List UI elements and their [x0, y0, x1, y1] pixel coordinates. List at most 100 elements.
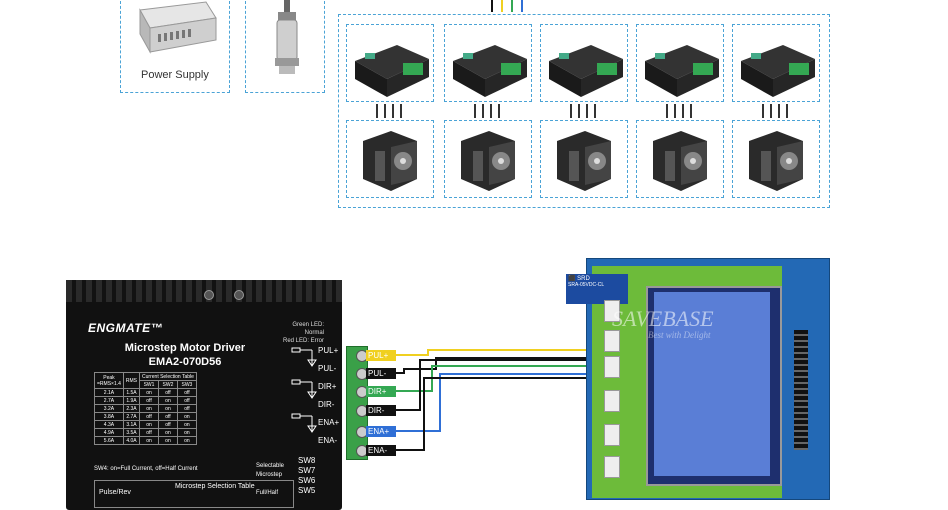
microstep-table-title: Microstep Selection Table — [175, 483, 255, 490]
pulse-rev-label: Pulse/Rev — [99, 489, 131, 496]
terminal-labels: PUL+PUL-DIR+DIR-ENA+ENA- — [318, 342, 339, 450]
pin-header — [794, 330, 808, 450]
wire-stub — [770, 104, 772, 118]
wire-label: PUL+ — [366, 350, 396, 361]
wire-stub — [384, 104, 386, 118]
opto-symbols — [291, 347, 317, 433]
wire-stub — [400, 104, 402, 118]
small-driver-box — [732, 24, 820, 102]
driver-model: EMA2-070D56 — [148, 356, 222, 368]
small-driver-box — [636, 24, 724, 102]
wire-stub — [786, 104, 788, 118]
board-connector — [604, 330, 620, 352]
terminal-label: PUL+ — [318, 346, 339, 355]
wire-stub — [392, 104, 394, 118]
dip-switch-label: SW7 — [298, 466, 316, 475]
stepper-driver-icon — [741, 45, 815, 97]
wire-stub — [474, 104, 476, 118]
microstep-label: Microstep — [256, 472, 283, 478]
wire-stub — [570, 104, 572, 118]
wire-stub — [482, 104, 484, 118]
red-led-label: Red LED: Error — [282, 338, 324, 344]
sw4-note: SW4: on=Full Current, off=Half Current — [94, 466, 198, 472]
wire-stub — [682, 104, 684, 118]
power-supply-box — [120, 0, 230, 93]
dip-switch-label: SW6 — [298, 476, 316, 485]
table-cell: on — [139, 436, 159, 445]
stepper-motor-box — [732, 120, 820, 198]
lcd-screen — [654, 292, 770, 476]
power-supply-label: Power Supply — [141, 69, 209, 81]
mount-screw — [204, 290, 214, 300]
wire-stub — [586, 104, 588, 118]
sensor-box — [245, 0, 325, 93]
table-cell: on — [176, 436, 197, 445]
wire-label: ENA+ — [366, 426, 396, 437]
stepper-motor-icon — [461, 131, 515, 191]
small-driver-box — [346, 24, 434, 102]
dip-switch-label: SW5 — [298, 486, 316, 495]
led-legend: Green LED: Normal Red LED: Error — [272, 321, 324, 345]
proximity-sensor-icon — [275, 0, 299, 74]
wire-label: PUL- — [366, 368, 396, 379]
stepper-motor-box — [444, 120, 532, 198]
stepper-motor-icon — [557, 131, 611, 191]
board-connector — [604, 300, 620, 322]
stepper-driver: ENGMATE™ Green LED: Normal Red LED: Erro… — [66, 280, 342, 510]
full-half-label: Full/Half — [256, 490, 279, 496]
wire-stub — [594, 104, 596, 118]
signal-wire — [396, 377, 612, 451]
table-cell: 4.0A — [122, 436, 141, 445]
relay-label: SRA-05VDC-CL — [568, 282, 605, 288]
stepper-driver-icon — [645, 45, 719, 97]
power-supply-icon — [139, 1, 217, 54]
stepper-motor-box — [346, 120, 434, 198]
selectable-label: Selectable — [256, 463, 285, 469]
stepper-motor-icon — [363, 131, 417, 191]
dip-legend: Selectable Microstep Full/Half — [256, 462, 284, 498]
signal-wire — [396, 359, 612, 411]
stepper-motor-icon — [749, 131, 803, 191]
wire-label: DIR- — [366, 405, 396, 416]
board-connector — [604, 424, 620, 446]
wire-stub — [674, 104, 676, 118]
board-connector — [604, 456, 620, 478]
stepper-motor-box — [636, 120, 724, 198]
wire-stub — [690, 104, 692, 118]
terminal-label: ENA- — [318, 436, 338, 445]
signal-wire — [396, 373, 612, 432]
small-driver-box — [444, 24, 532, 102]
watermark-sub: Best with Delight — [648, 330, 711, 340]
mount-screw — [234, 290, 244, 300]
stepper-driver-icon — [355, 45, 429, 97]
wire-stub — [376, 104, 378, 118]
terminal-label: DIR+ — [318, 382, 337, 391]
watermark: SAVEBASE — [612, 306, 714, 331]
dip-switch-label: SW8 — [298, 456, 316, 465]
board-connector — [604, 390, 620, 412]
current-selection-table: Peak=RMS×1.4 RMS Current Selection Table… — [94, 372, 197, 445]
wire-stub — [490, 104, 492, 118]
small-driver-box — [540, 24, 628, 102]
stepper-driver-icon — [453, 45, 527, 97]
board-connector — [604, 356, 620, 378]
green-led-label: Green LED: Normal — [292, 322, 324, 336]
driver-title: Microstep Motor Driver EMA2-070D56 — [96, 341, 274, 369]
wire-stub — [762, 104, 764, 118]
driver-brand: ENGMATE™ — [88, 321, 164, 335]
driver-title-line1: Microstep Motor Driver — [124, 342, 246, 354]
wire-stub — [578, 104, 580, 118]
stepper-motor-icon — [653, 131, 707, 191]
top-bus-wires — [491, 0, 523, 12]
stepper-driver-icon — [549, 45, 623, 97]
stepper-motor-box — [540, 120, 628, 198]
wire-stub — [778, 104, 780, 118]
wire-stub — [666, 104, 668, 118]
wire-label: ENA- — [366, 445, 396, 456]
terminal-label: ENA+ — [318, 418, 340, 427]
wire-label: DIR+ — [366, 386, 396, 397]
